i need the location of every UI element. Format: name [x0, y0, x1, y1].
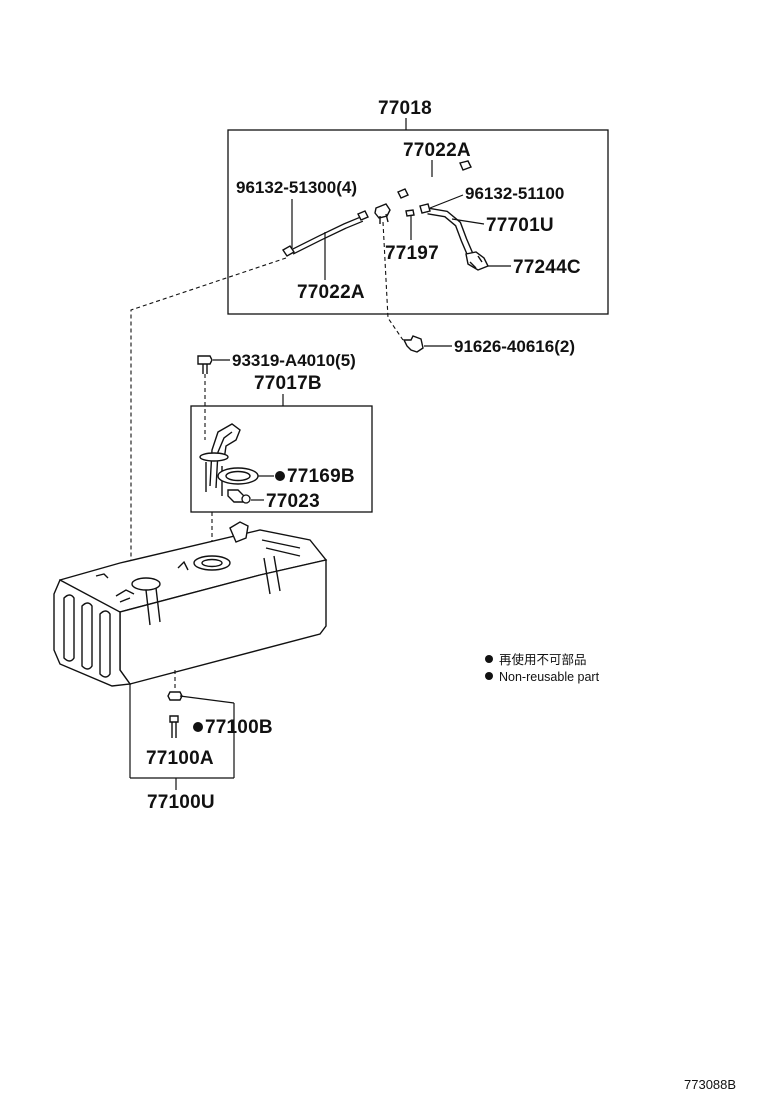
label-77018[interactable]: 77018 — [378, 98, 432, 119]
valve-77244C[interactable] — [465, 251, 489, 271]
hose-77701U[interactable] — [427, 208, 472, 255]
label-77022A-top[interactable]: 77022A — [403, 140, 471, 161]
legend: 再使用不可部品 Non-reusable part — [485, 652, 600, 684]
label-77023[interactable]: 77023 — [266, 491, 320, 512]
label-96132-51100[interactable]: 96132-51100 — [465, 184, 564, 203]
label-77100U[interactable]: 77100U — [147, 792, 215, 813]
legend-en: Non-reusable part — [499, 670, 600, 684]
gasket-77169B[interactable] — [217, 467, 259, 485]
label-77100B[interactable]: 77100B — [205, 717, 273, 738]
clamp-mid-left — [357, 210, 369, 221]
clamp-top-left — [397, 188, 409, 199]
non-reusable-dot-77169B — [275, 471, 285, 481]
label-77244C[interactable]: 77244C — [513, 257, 581, 278]
label-93319-A4010[interactable]: 93319-A4010(5) — [232, 351, 356, 370]
part-77023[interactable] — [227, 489, 251, 504]
label-77100A[interactable]: 77100A — [146, 748, 214, 769]
non-reusable-dot-77100B — [193, 722, 203, 732]
diagram-reference: 773088B — [684, 1077, 736, 1092]
clamp-top-right — [459, 160, 472, 171]
bolt-91626-40616[interactable] — [402, 335, 424, 353]
label-77169B[interactable]: 77169B — [287, 466, 355, 487]
hose-77022A-bottom[interactable] — [291, 217, 363, 254]
label-77022A-bottom[interactable]: 77022A — [297, 282, 365, 303]
plug-77100A[interactable] — [169, 715, 179, 738]
assembly-77017B: 77017B 77169B 77023 — [190, 373, 373, 513]
box-77017B — [190, 405, 373, 513]
clamp-77701U — [419, 203, 431, 214]
label-77701U[interactable]: 77701U — [486, 215, 554, 236]
legend-dot-jp — [485, 655, 493, 663]
valve-77197[interactable] — [374, 203, 391, 224]
box-77018 — [227, 129, 609, 315]
assembly-77018: 77018 77022A 96132-51300(4) 96132-51100 … — [227, 98, 609, 341]
small-joint-77197 — [405, 209, 415, 217]
fuel-tank[interactable] — [53, 521, 328, 687]
clamp-bottom-left — [282, 245, 295, 257]
label-77017B[interactable]: 77017B — [254, 373, 322, 394]
label-96132-51300[interactable]: 96132-51300(4) — [236, 178, 357, 197]
legend-jp: 再使用不可部品 — [499, 652, 587, 667]
label-91626-40616[interactable]: 91626-40616(2) — [454, 337, 575, 356]
screw-93319-A4010[interactable] — [197, 355, 213, 374]
fuel-sender-unit[interactable] — [199, 423, 241, 496]
label-77197[interactable]: 77197 — [385, 243, 439, 264]
legend-dot-en — [485, 672, 493, 680]
drain-plug-77100B[interactable] — [167, 691, 183, 701]
